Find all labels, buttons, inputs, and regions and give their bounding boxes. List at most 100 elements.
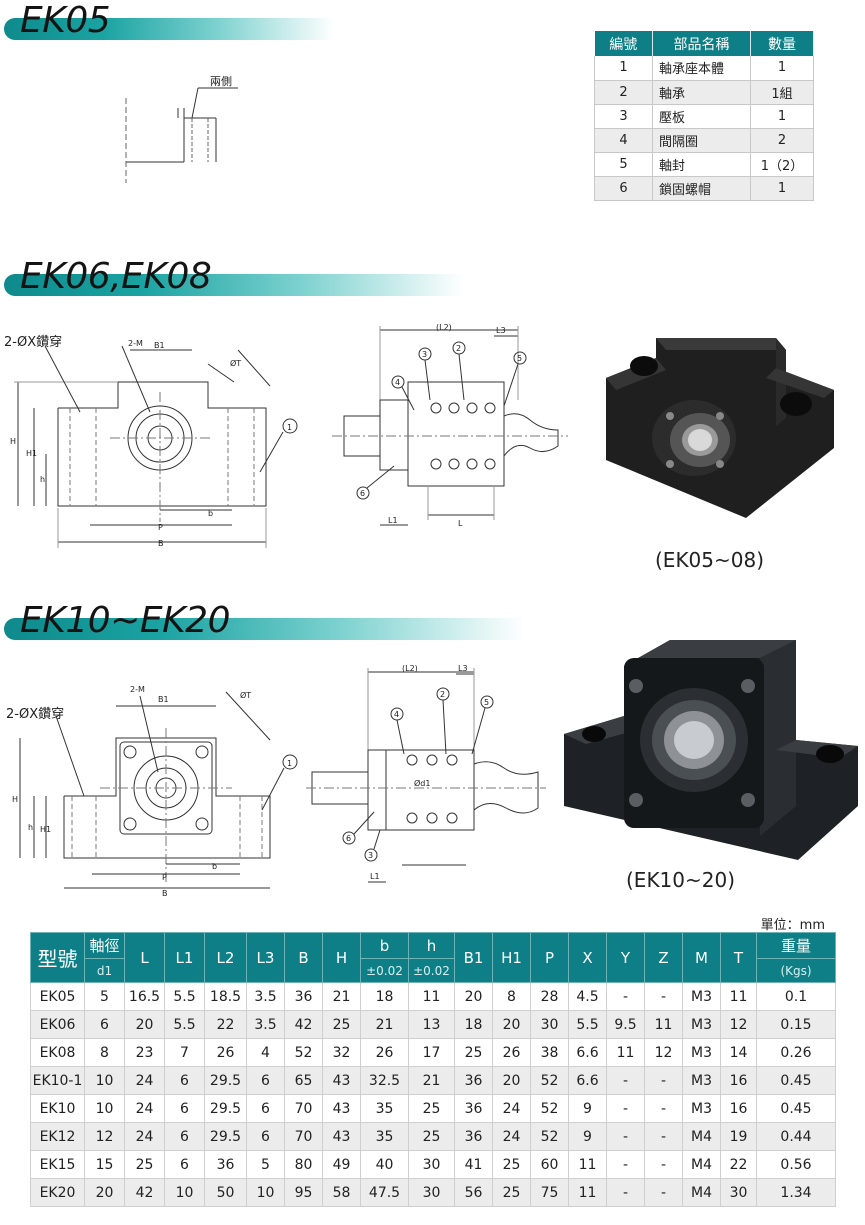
spec-cell: 35 [360, 1122, 409, 1151]
spec-cell: 6 [164, 1122, 205, 1151]
spec-cell: 26 [360, 1038, 409, 1067]
spec-cell: 24 [124, 1066, 165, 1095]
spec-col-Y: Y [606, 932, 645, 983]
parts-cell: 3 [594, 104, 653, 129]
spec-cell: 20 [84, 1178, 125, 1207]
spec-cell: M3 [682, 982, 721, 1011]
ek10-callout-1: 1 [287, 759, 292, 768]
spec-cell: 5.5 [164, 982, 205, 1011]
spec-cell: 65 [284, 1066, 323, 1095]
ek06-callout-4: 4 [395, 378, 400, 387]
parts-cell: 1 [750, 104, 814, 129]
ek06-callout-6: 6 [360, 489, 365, 498]
spec-cell: 32.5 [360, 1066, 409, 1095]
spec-cell: 6 [84, 1010, 125, 1039]
spec-cell: 6 [164, 1150, 205, 1179]
spec-cell: 21 [360, 1010, 409, 1039]
spec-cell: M3 [682, 1010, 721, 1039]
ek10-dim-t: ØT [240, 690, 251, 700]
spec-cell: 6 [246, 1066, 285, 1095]
ek06-dim-h: H [10, 437, 16, 446]
ek10-side-l1: L1 [370, 872, 380, 881]
spec-cell: 32 [322, 1038, 361, 1067]
spec-col-H: H [322, 932, 361, 983]
spec-table-subheader: d1 ±0.02 ±0.02 (Kgs) [31, 958, 836, 983]
section-title-ek06-text: EK06,EK08 [20, 256, 212, 297]
spec-cell: 11 [568, 1150, 607, 1179]
spec-cell: 36 [454, 1122, 493, 1151]
ek10-dim-h1: H1 [40, 825, 51, 834]
spec-cell-model: EK08 [30, 1038, 85, 1067]
spec-cell: 11 [644, 1010, 683, 1039]
spec-col-Z: Z [644, 932, 683, 983]
spec-cell: 3.5 [246, 982, 285, 1011]
ek10-dim-bb: B [162, 889, 168, 898]
spec-cell: 36 [454, 1066, 493, 1095]
spec-cell: 22 [204, 1010, 247, 1039]
spec-cell: 25 [454, 1038, 493, 1067]
spec-cell: 52 [530, 1094, 569, 1123]
spec-cell: 20 [454, 982, 493, 1011]
spec-cell-model: EK05 [30, 982, 85, 1011]
spec-cell: M3 [682, 1066, 721, 1095]
spec-cell: 20 [492, 1066, 531, 1095]
spec-cell: 10 [84, 1066, 125, 1095]
spec-cell: 26 [204, 1038, 247, 1067]
spec-cell: - [606, 1150, 645, 1179]
spec-cell: 47.5 [360, 1178, 409, 1207]
parts-cell: 軸承座本體 [652, 56, 751, 81]
spec-col-H1: H1 [492, 932, 531, 983]
ek10-dim-b1: B1 [158, 695, 169, 704]
spec-cell: 22 [720, 1150, 757, 1179]
spec-cell: 0.15 [756, 1010, 836, 1039]
spec-cell: 30 [408, 1178, 455, 1207]
spec-cell: 42 [124, 1178, 165, 1207]
ek06-dim-p: P [158, 523, 163, 532]
spec-cell: 50 [204, 1178, 247, 1207]
spec-cell: 36 [204, 1150, 247, 1179]
section-title-ek06: EK06,EK08 [4, 256, 464, 304]
spec-cell: 8 [492, 982, 531, 1011]
ek06-product-image [606, 338, 834, 518]
spec-cell: 0.45 [756, 1066, 836, 1095]
spec-cell: 11 [720, 982, 757, 1011]
section-title-ek10: EK10~EK20 [4, 600, 524, 648]
spec-cell: 0.1 [756, 982, 836, 1011]
ek10-dim-b: b [212, 862, 217, 871]
spec-cell: 8 [84, 1038, 125, 1067]
spec-cell: 29.5 [204, 1066, 247, 1095]
ek10-dim-p: P [162, 873, 167, 882]
section-title-ek10-text: EK10~EK20 [20, 600, 231, 641]
spec-cell: 18.5 [204, 982, 247, 1011]
spec-cell: - [644, 1178, 683, 1207]
spec-cell: 5 [246, 1150, 285, 1179]
spec-cell: 29.5 [204, 1122, 247, 1151]
spec-cell: 20 [492, 1010, 531, 1039]
parts-table-header: 編號 部品名稱 數量 [594, 31, 814, 56]
ek06-dim-b: b [208, 509, 213, 518]
spec-col-model: 型號 [30, 932, 85, 983]
spec-cell: 21 [322, 982, 361, 1011]
spec-col-shaft: 軸徑 [84, 932, 125, 959]
spec-table-header: 型號 軸徑 L L1 L2 L3 B H b h B1 H1 P X Y Z M… [30, 932, 836, 983]
spec-cell: 60 [530, 1150, 569, 1179]
spec-cell: 75 [530, 1178, 569, 1207]
spec-cell: 11 [606, 1038, 645, 1067]
parts-col-no: 編號 [594, 31, 653, 56]
spec-col-L3: L3 [246, 932, 285, 983]
spec-cell: 6.6 [568, 1038, 607, 1067]
spec-cell: - [606, 982, 645, 1011]
spec-cell: 6 [246, 1122, 285, 1151]
spec-cell: 35 [360, 1094, 409, 1123]
spec-col-X: X [568, 932, 607, 983]
parts-col-qty: 數量 [750, 31, 814, 56]
spec-col-weight-sub: (Kgs) [756, 958, 836, 983]
spec-cell: 43 [322, 1066, 361, 1095]
spec-cell: 6 [164, 1066, 205, 1095]
